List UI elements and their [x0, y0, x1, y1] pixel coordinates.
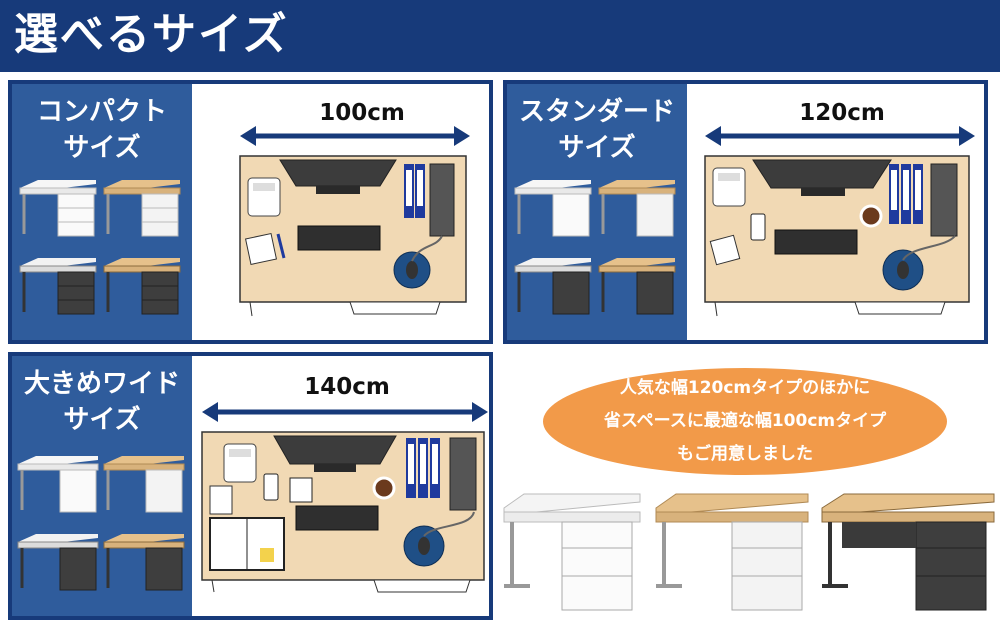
- standard-desk-thumbnails: [514, 180, 676, 315]
- desk-thumb-white-black: [19, 258, 97, 315]
- bubble-line-2: 省スペースに最適な幅100cmタイプ: [603, 411, 887, 431]
- wide-width-arrow: [202, 402, 488, 422]
- memo-icon: [709, 234, 741, 266]
- info-bubble: 人気な幅120cmタイプのほかに 省スペースに最適な幅100cmタイプ もご用意…: [543, 368, 947, 475]
- binder-icon: [406, 438, 440, 498]
- document-icon: [209, 485, 233, 515]
- phone-icon: [247, 177, 281, 217]
- mouse-icon: [406, 261, 418, 279]
- standard-width-arrow: [705, 126, 975, 146]
- desk-thumb-white: [19, 180, 97, 237]
- coffee-icon: [372, 476, 396, 500]
- standard-width-label: 120cm: [799, 100, 885, 126]
- calculator-icon: [289, 477, 313, 503]
- mouse-icon: [418, 537, 430, 555]
- compact-width-label: 100cm: [319, 100, 405, 126]
- mouse-icon: [897, 261, 909, 279]
- standard-panel: スタンダード サイズ: [503, 80, 988, 344]
- wide-side: 大きめワイド サイズ: [12, 356, 192, 616]
- compact-width-arrow: [240, 126, 470, 146]
- standard-size-label: スタンダード サイズ: [518, 97, 675, 163]
- wide-panel: 大きめワイド サイズ: [8, 352, 493, 620]
- coffee-icon: [859, 204, 883, 228]
- compact-desk-topview: [239, 155, 467, 317]
- monitor-icon: [752, 159, 892, 189]
- smartphone-icon: [750, 213, 766, 241]
- desk-thumb-wood: [103, 180, 181, 237]
- monitor-icon: [273, 435, 397, 465]
- compact-panel: コンパクト サイズ: [8, 80, 493, 344]
- phone-icon: [223, 443, 257, 483]
- standard-desk-topview: [704, 155, 970, 317]
- wide-desk-topview: [201, 431, 485, 593]
- compact-size-label: コンパクト サイズ: [36, 97, 167, 163]
- wide-width-label: 140cm: [304, 374, 390, 400]
- keyboard-icon: [774, 229, 858, 255]
- binder-icon: [404, 164, 425, 218]
- keyboard-icon: [295, 505, 379, 531]
- binder-icon: [889, 164, 923, 224]
- bubble-line-3: もご用意しました: [677, 444, 813, 464]
- monitor-icon: [279, 159, 397, 187]
- smartphone-icon: [263, 473, 279, 501]
- memo-icon: [244, 232, 278, 266]
- bubble-line-1: 人気な幅120cmタイプのほかに: [619, 378, 871, 398]
- keyboard-icon: [297, 225, 381, 251]
- compact-side: コンパクト サイズ: [12, 84, 192, 340]
- desk-product-white: [503, 493, 641, 611]
- desk-product-wood: [655, 493, 809, 611]
- wide-size-label: 大きめワイド サイズ: [23, 369, 180, 435]
- desk-thumb-wood-black: [103, 258, 181, 315]
- wide-desk-thumbnails: [17, 456, 185, 591]
- compact-desk-thumbnails: [19, 180, 181, 315]
- header-bar: 選べるサイズ: [0, 0, 1000, 72]
- page-title: 選べるサイズ: [14, 9, 289, 60]
- notebook-icon: [209, 517, 285, 571]
- phone-icon: [712, 167, 746, 207]
- desk-product-wood-black: [821, 493, 995, 611]
- standard-side: スタンダード サイズ: [507, 84, 687, 340]
